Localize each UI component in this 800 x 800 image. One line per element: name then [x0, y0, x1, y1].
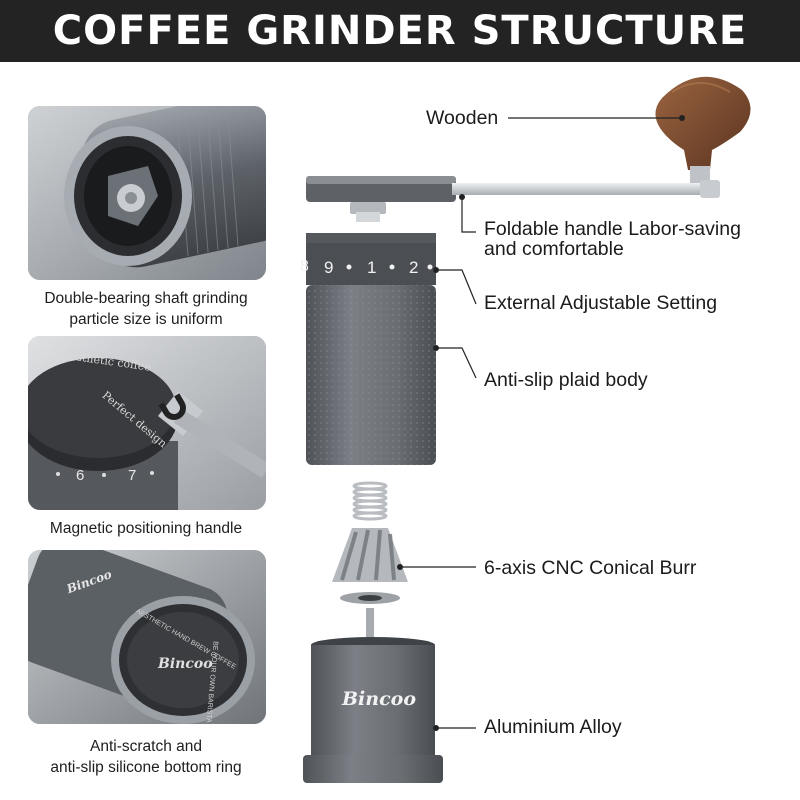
feature-photo-burr — [28, 106, 266, 280]
grinder-body — [306, 285, 436, 465]
dial-number: 8 — [300, 258, 309, 275]
page-title: COFFEE GRINDER STRUCTURE — [52, 8, 748, 54]
caption-line: anti-slip silicone bottom ring — [50, 759, 242, 776]
dial-number: 2 — [409, 258, 418, 277]
callout-burr: 6-axis CNC Conical Burr — [484, 557, 697, 579]
bincoo-logo: Bincoo — [157, 656, 213, 672]
callout-lines — [400, 117, 682, 729]
magnet-icon — [158, 393, 186, 420]
feature-photo-magnet: Esthetic coffee Perfect design 6 7 — [28, 336, 266, 510]
dial-number: 6 — [76, 467, 84, 484]
caption-line: particle size is uniform — [69, 311, 223, 328]
bincoo-logo: Bincoo — [341, 688, 416, 710]
callout-alloy: Aluminium Alloy — [484, 716, 622, 738]
caption-line: Magnetic positioning handle — [49, 520, 243, 537]
callout-handle-line2: and comfortable — [484, 238, 624, 260]
feature-caption-burr: Double-bearing shaft grinding particle s… — [10, 288, 282, 330]
adjustment-dial: 8 9 1 2 — [300, 233, 436, 285]
callout-wooden: Wooden — [426, 107, 499, 129]
callout-handle-line1: Foldable handle Labor-saving — [484, 218, 741, 240]
feature-photo-bottom-ring: AESTHETIC HAND BREW COFFEE BE YOUR OWN B… — [28, 550, 266, 724]
feature-caption-magnet: Magnetic positioning handle — [10, 518, 282, 539]
title-banner: COFFEE GRINDER STRUCTURE — [0, 0, 800, 62]
caption-line: Anti-scratch and — [90, 738, 202, 755]
wooden-knob — [655, 76, 751, 186]
dial-number: 1 — [367, 258, 376, 277]
callout-body: Anti-slip plaid body — [484, 369, 648, 391]
spring — [352, 481, 388, 521]
handle-arm — [306, 176, 720, 222]
caption-line: Double-bearing shaft grinding — [44, 290, 248, 307]
callout-setting: External Adjustable Setting — [484, 292, 718, 314]
conical-burr — [332, 528, 408, 642]
dial-number: 9 — [324, 258, 333, 277]
bottom-cup: Bincoo — [303, 637, 443, 783]
dial-number: 7 — [128, 467, 136, 484]
feature-caption-bottom-ring: Anti-scratch and anti-slip silicone bott… — [10, 736, 282, 778]
callout-dots — [397, 115, 685, 731]
